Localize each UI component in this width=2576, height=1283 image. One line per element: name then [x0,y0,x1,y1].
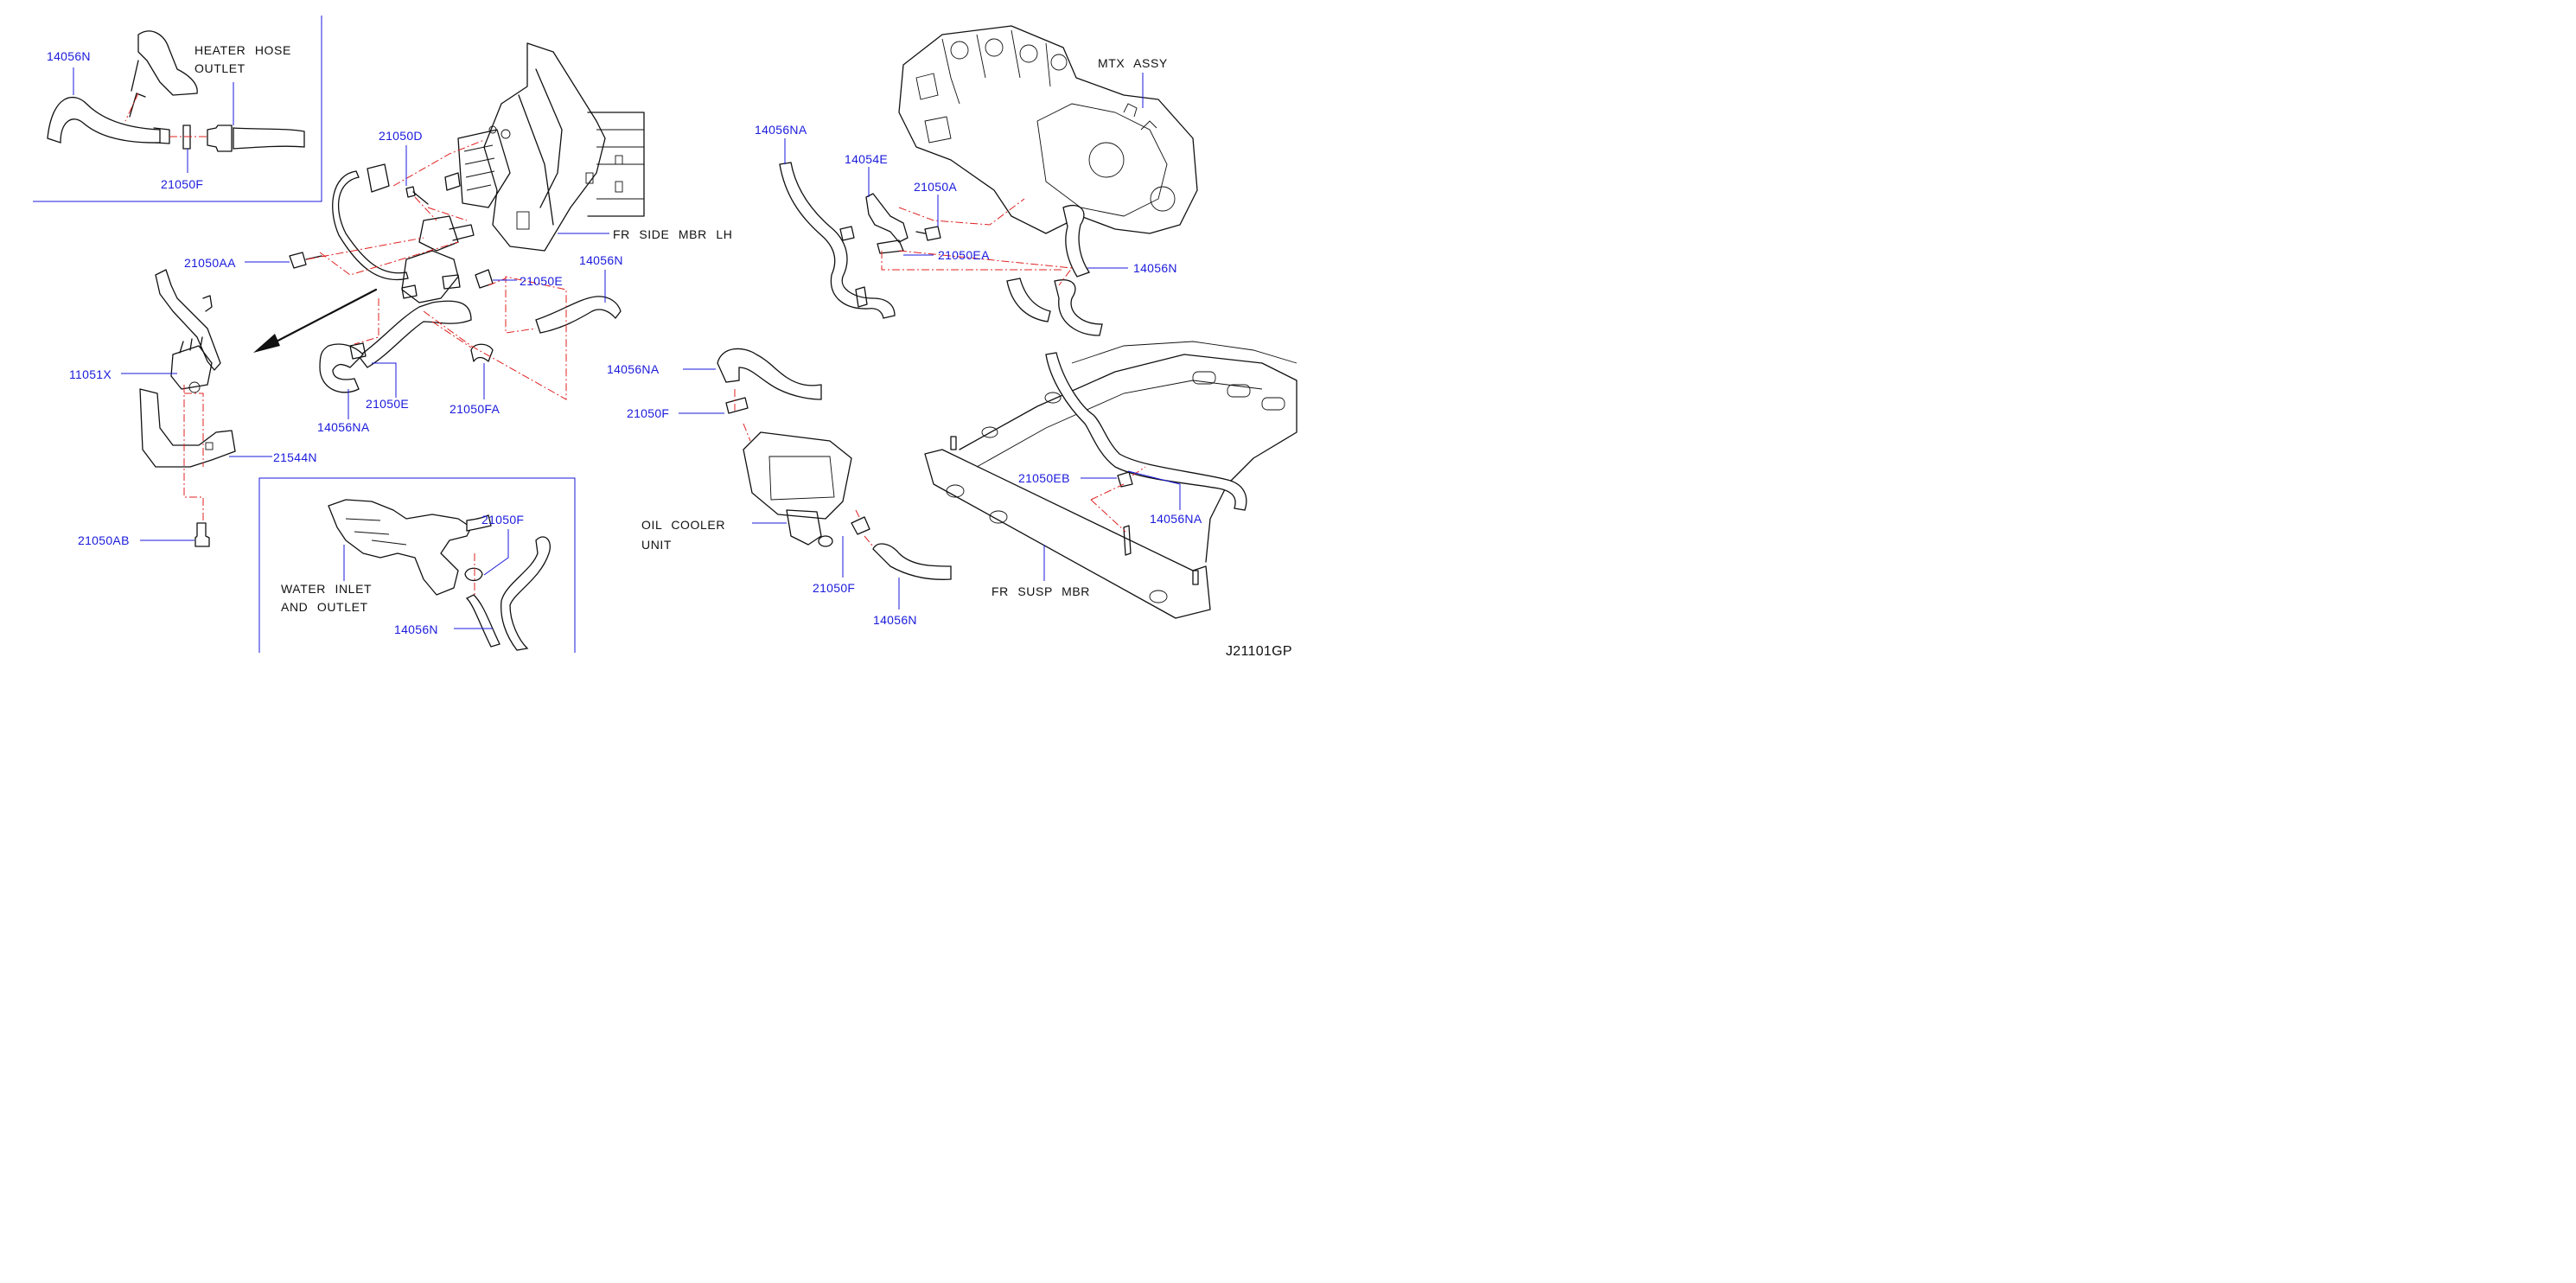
heater-hose-inset-drawing [47,30,305,173]
label-21050A: 21050A [914,180,958,194]
parts-diagram [33,16,1298,653]
label-14056NA-oil: 14056NA [607,362,660,376]
label-fr-susp-mbr: FR SUSP MBR [992,584,1091,598]
label-21050AA: 21050AA [184,256,236,270]
fr-susp-mbr-drawing [924,341,1298,619]
label-14056N-water-inset: 14056N [394,622,438,636]
mtx-assy-drawing [898,25,1198,336]
label-14054E: 14054E [845,152,889,166]
label-21050F-oil-top: 21050F [627,406,670,420]
direction-arrow [253,288,378,353]
label-14056NA-right: 14056NA [755,123,807,137]
fr-side-mbr-drawing [444,42,645,252]
label-14056N-heater-inset: 14056N [47,49,91,63]
label-14056N-center: 14056N [579,253,623,267]
harness-connector-drawing [332,163,475,303]
assembly-lines [183,139,1073,523]
label-21050E-lower: 21050E [366,397,410,411]
center-hoses-drawing [289,186,622,393]
label-14056NA-center: 14056NA [317,420,370,434]
label-14056NA-susp: 14056NA [1150,512,1202,526]
label-21050F-water-inset: 21050F [481,513,525,527]
water-inlet-drawing [328,499,551,651]
label-21050EA: 21050EA [938,248,990,262]
inset-frame-heater-hose [33,16,322,202]
label-21050FA: 21050FA [450,402,501,416]
label-21050F-oil-bottom: 21050F [813,581,856,595]
label-14056N-oil-bottom: 14056N [873,613,917,627]
label-21050F-heater-inset: 21050F [161,177,204,191]
leader-lines [121,73,1181,629]
label-21050E-right: 21050E [520,274,564,288]
bracket-drawing [139,269,236,547]
label-heater-hose-outlet-line1: HEATER HOSE [194,43,291,57]
diagram-code: J21101GP [1226,644,1292,659]
inset-frame-water-inlet [258,477,576,653]
oil-cooler-drawing [717,348,952,580]
right-hose-14056NA-drawing [779,162,941,319]
label-14056N-right: 14056N [1133,261,1177,275]
label-heater-hose-outlet-line2: OUTLET [194,61,245,75]
label-21050AB: 21050AB [78,533,130,547]
label-oil-cooler-line1: OIL COOLER [641,518,726,532]
label-mtx-assy: MTX ASSY [1098,56,1168,70]
label-water-inlet-line1: WATER INLET [281,582,373,596]
label-11051X: 11051X [69,367,112,381]
label-21544N: 21544N [273,450,317,464]
label-water-inlet-line2: AND OUTLET [281,600,368,614]
label-21050D: 21050D [379,129,423,143]
label-oil-cooler-line2: UNIT [641,538,673,552]
label-21050EB: 21050EB [1018,471,1070,485]
label-fr-side-mbr-lh: FR SIDE MBR LH [613,227,733,241]
